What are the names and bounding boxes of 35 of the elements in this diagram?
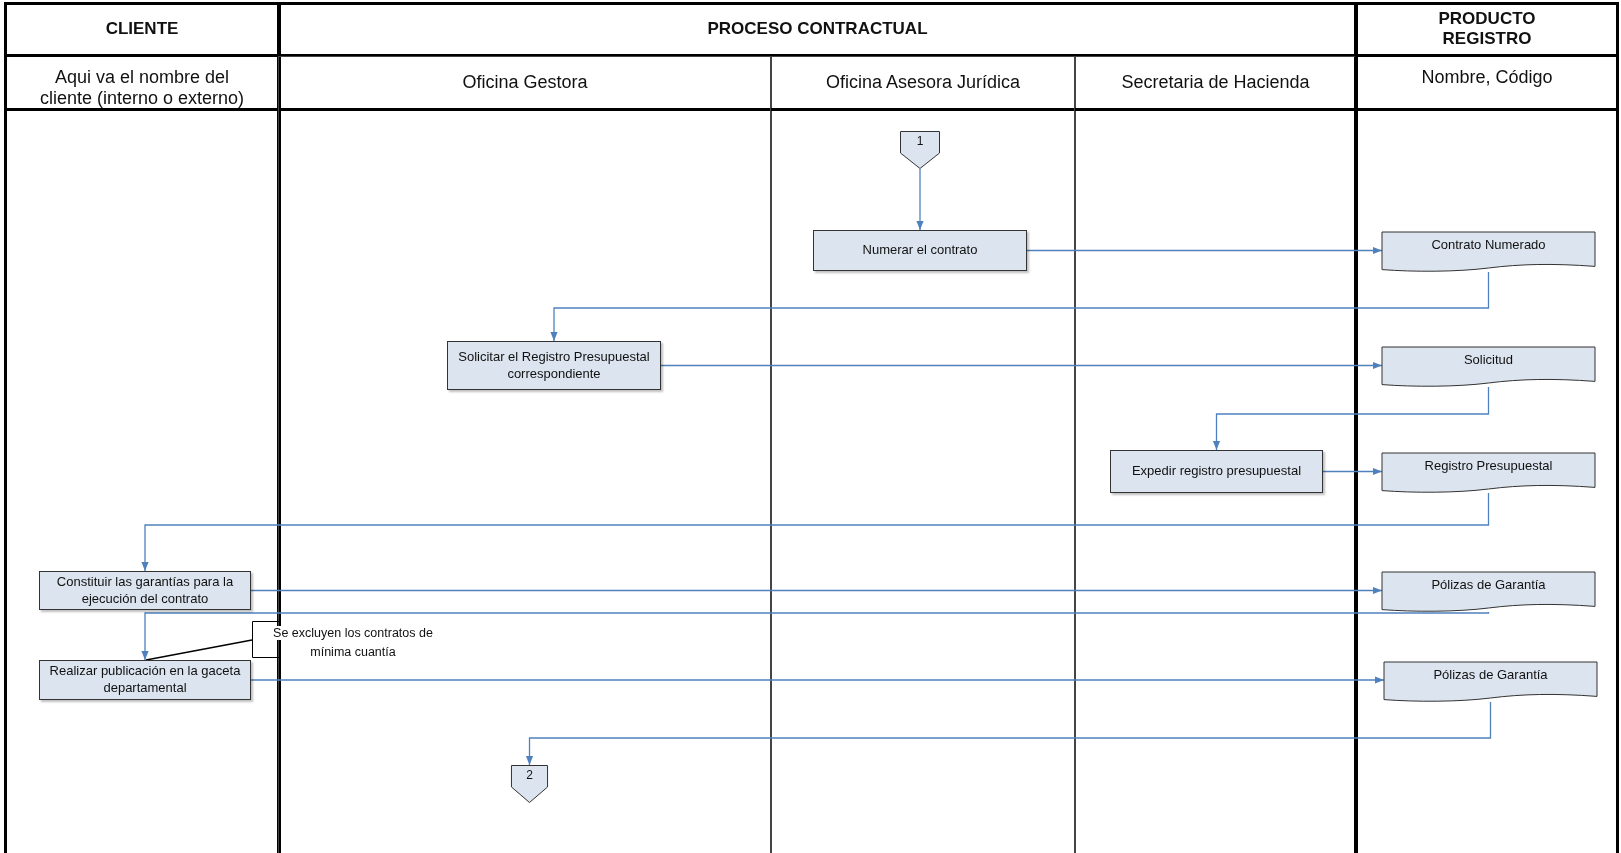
arrow bbox=[250, 676, 1385, 684]
lane-header: Oficina Asesora Jurídica bbox=[771, 57, 1075, 111]
lane-header: Secretaria de Hacienda bbox=[1075, 57, 1356, 111]
process-box: Solicitar el Registro Presupuestal correspondiente bbox=[447, 341, 661, 390]
process-box: Expedir registro presupuestal bbox=[1110, 450, 1323, 493]
swimlane bbox=[1356, 3, 1618, 853]
lane-header: CLIENTE bbox=[5, 3, 279, 57]
leader-line bbox=[145, 639, 253, 661]
document-shape: Solicitud bbox=[1382, 347, 1595, 387]
arrow bbox=[141, 492, 1490, 572]
process-box: Constituir las garantías para la ejecución del contrato bbox=[39, 571, 251, 610]
document-shape: Pólizas de Garantía bbox=[1382, 572, 1595, 612]
lane-header: PROCESO CONTRACTUAL bbox=[279, 3, 1356, 57]
lane-header: Nombre, Código bbox=[1356, 57, 1618, 111]
arrow bbox=[550, 271, 1490, 342]
offpage-connector: 1 bbox=[900, 131, 940, 169]
process-box: Realizar publicación en la gaceta departamental bbox=[39, 660, 251, 700]
swimlane bbox=[1075, 57, 1356, 853]
arrow bbox=[250, 586, 1383, 595]
lane-header: Oficina Gestora bbox=[279, 57, 771, 111]
arrow bbox=[1026, 246, 1383, 255]
lane-header: Aqui va el nombre del cliente (interno o externo) bbox=[5, 57, 279, 111]
document-shape: Contrato Numerado bbox=[1382, 232, 1595, 272]
arrow bbox=[660, 361, 1383, 370]
document-shape: Pólizas de Garantía bbox=[1384, 662, 1597, 702]
arrow bbox=[1212, 386, 1490, 451]
arrow bbox=[1322, 467, 1383, 476]
lane-header: PRODUCTO REGISTRO bbox=[1356, 3, 1618, 57]
swimlane bbox=[771, 57, 1075, 853]
process-box: Numerar el contrato bbox=[813, 230, 1027, 271]
arrow bbox=[525, 701, 1492, 766]
arrow bbox=[916, 168, 924, 231]
arrow bbox=[141, 611, 1490, 661]
offpage-connector: 2 bbox=[511, 765, 548, 803]
document-shape: Registro Presupuestal bbox=[1382, 453, 1595, 493]
